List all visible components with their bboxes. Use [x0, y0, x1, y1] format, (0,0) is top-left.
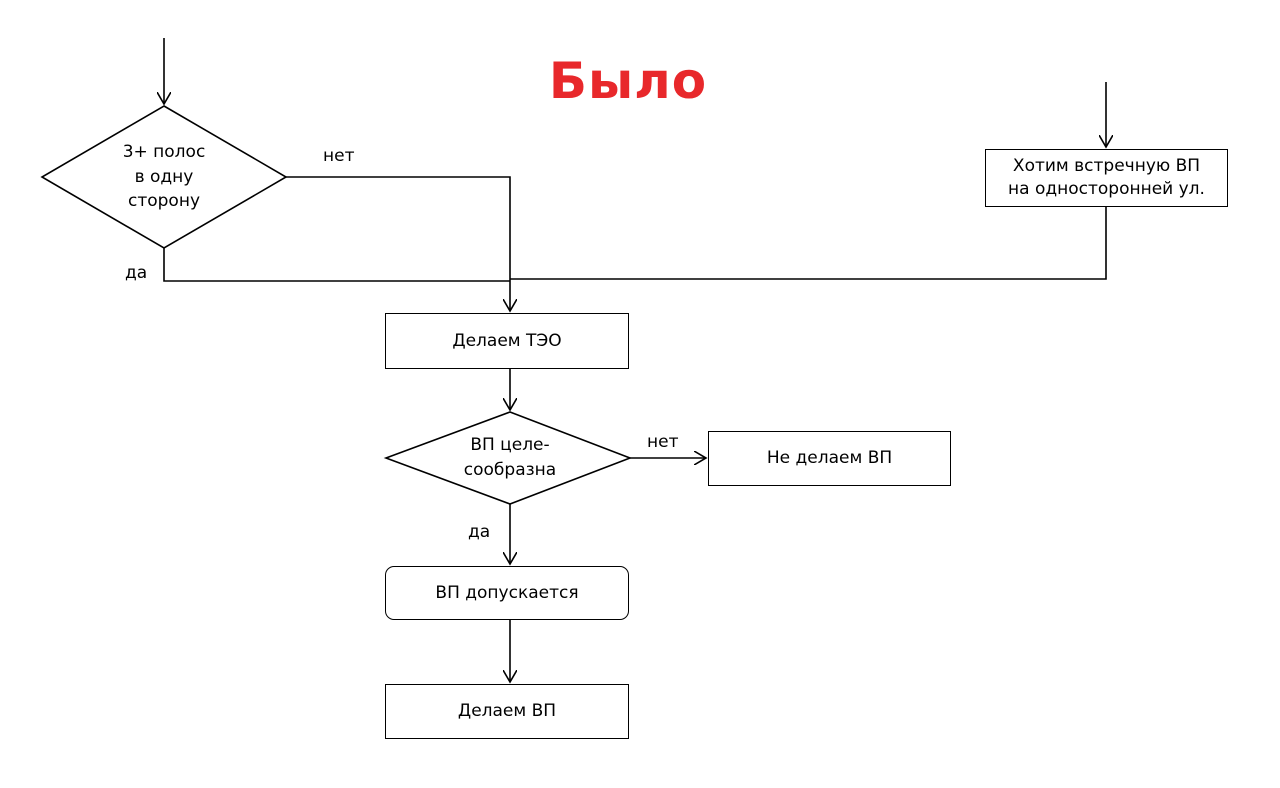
expedient-no-label: нет	[647, 432, 679, 452]
feasibility-study-box: Делаем ТЭО	[385, 313, 629, 369]
no-lane-box: Не делаем ВП	[708, 431, 951, 486]
page-title: Было	[548, 52, 708, 110]
oneway-request-box: Хотим встречную ВП на односторонней ул.	[985, 149, 1228, 207]
lanes-yes-connector	[163, 248, 510, 282]
lane-allowed-box: ВП допускается	[385, 566, 629, 620]
expedient-decision-line-1: ВП целе-	[470, 435, 550, 456]
lanes-yes-label: да	[125, 263, 148, 283]
lanes-decision-line-1: 3+ полос	[122, 142, 206, 163]
oneway-request-line-1: Хотим встречную ВП	[1012, 156, 1201, 177]
oneway-request-line-2: на односторонней ул.	[1008, 179, 1205, 199]
lanes-no-label: нет	[323, 146, 355, 166]
oneway-connector	[510, 207, 1107, 280]
expedient-decision-line-2: сообразна	[463, 460, 557, 480]
expedient-decision-text: ВП целе- сообразна	[430, 428, 590, 488]
lanes-decision-text: 3+ полос в одну сторону	[84, 132, 244, 222]
make-lane-box: Делаем ВП	[385, 684, 629, 739]
lanes-decision-line-2: в одну	[134, 166, 194, 187]
lanes-decision-line-3: сторону	[127, 191, 201, 212]
lanes-no-connector	[286, 176, 510, 311]
expedient-yes-label: да	[468, 522, 491, 542]
